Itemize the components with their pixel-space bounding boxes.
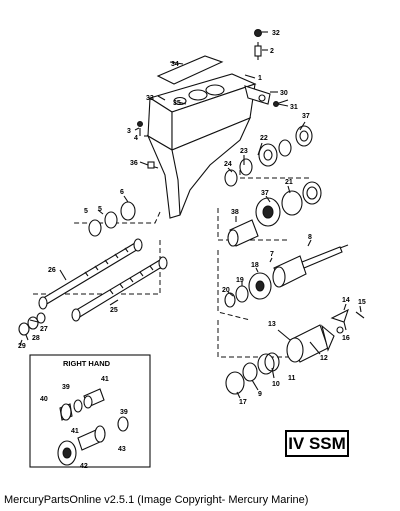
- bearing-stack-upper: [224, 125, 313, 187]
- label-13: 13: [268, 321, 276, 328]
- label-25: 25: [110, 307, 118, 314]
- label-5-lower: 5: [98, 206, 102, 213]
- label-37-mid: 37: [261, 190, 269, 197]
- inset-title: RIGHT HAND: [63, 359, 111, 368]
- label-9: 9: [258, 391, 262, 398]
- label-42: 42: [80, 463, 88, 470]
- propshaft-group: [224, 244, 349, 308]
- label-18: 18: [251, 262, 259, 269]
- label-4: 4: [134, 135, 138, 142]
- label-3: 3: [127, 128, 131, 135]
- label-37-upper: 37: [302, 113, 310, 120]
- label-10: 10: [272, 381, 280, 388]
- label-30: 30: [280, 90, 288, 97]
- group-line-right-mid: [217, 208, 290, 241]
- label-21: 21: [285, 179, 293, 186]
- image-caption: MercuryPartsOnline v2.5.1 (Image Copyrig…: [4, 494, 309, 506]
- label-24: 24: [224, 161, 232, 168]
- group-line-right-lower: [217, 250, 251, 321]
- right-hand-inset: [29, 354, 151, 468]
- leader-lines: [19, 31, 362, 399]
- label-40: 40: [40, 396, 48, 403]
- label-5-upper: 5: [84, 208, 88, 215]
- gear-housing: [137, 29, 289, 219]
- driveshaft-group: [18, 201, 168, 336]
- label-7: 7: [270, 251, 274, 258]
- label-39-upper: 39: [62, 384, 70, 391]
- label-39-lower: 39: [120, 409, 128, 416]
- label-26: 26: [48, 267, 56, 274]
- label-36: 36: [130, 160, 138, 167]
- label-34: 34: [171, 61, 179, 68]
- label-19: 19: [236, 277, 244, 284]
- label-38: 38: [231, 209, 239, 216]
- label-28: 28: [32, 335, 40, 342]
- label-32: 32: [272, 30, 280, 37]
- group-line-bottom: [217, 320, 296, 358]
- group-line-lower-left: [30, 240, 161, 295]
- label-43: 43: [118, 446, 126, 453]
- label-27: 27: [40, 326, 48, 333]
- label-23: 23: [240, 148, 248, 155]
- label-8: 8: [308, 234, 312, 241]
- label-22: 22: [260, 135, 268, 142]
- label-41-upper: 41: [101, 376, 109, 383]
- label-29: 29: [18, 343, 26, 350]
- label-17: 17: [239, 399, 247, 406]
- label-15: 15: [358, 299, 366, 306]
- label-2: 2: [270, 48, 274, 55]
- label-16: 16: [342, 335, 350, 342]
- label-6: 6: [120, 189, 124, 196]
- label-1: 1: [258, 75, 262, 82]
- label-33: 33: [146, 95, 154, 102]
- label-35: 35: [173, 100, 181, 107]
- group-line-right-upper: [239, 170, 312, 179]
- label-12: 12: [320, 355, 328, 362]
- label-20: 20: [222, 287, 230, 294]
- label-11: 11: [288, 375, 296, 382]
- label-31: 31: [290, 104, 298, 111]
- label-14: 14: [342, 297, 350, 304]
- model-badge: IV SSM: [285, 430, 349, 457]
- exploded-parts-diagram: 32 2 1 34 33 35 30 31 37 3 4 36 22 23 24…: [18, 29, 366, 470]
- forward-gear-group: [227, 181, 322, 247]
- label-41-lower: 41: [71, 428, 79, 435]
